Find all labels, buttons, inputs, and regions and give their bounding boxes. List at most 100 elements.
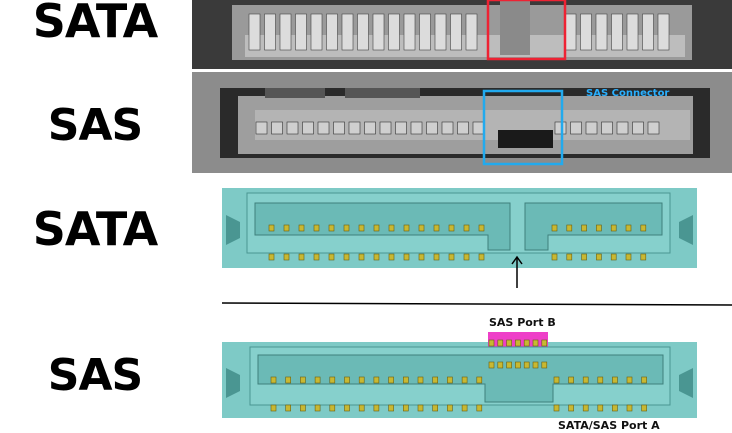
photo-pin	[450, 13, 462, 51]
pin	[373, 376, 380, 384]
photo-pin	[616, 121, 629, 135]
photo-pin	[595, 13, 608, 51]
pin	[541, 361, 548, 369]
pin	[418, 224, 425, 232]
photo-pin	[255, 121, 268, 135]
photo-pin	[388, 13, 400, 51]
photo-pin	[395, 121, 407, 135]
photo-pin	[279, 13, 292, 51]
pin	[433, 224, 440, 232]
pin	[343, 224, 350, 232]
pin	[329, 404, 336, 412]
pin	[541, 339, 548, 347]
photo-pin	[264, 13, 276, 51]
pin	[523, 361, 530, 369]
pin	[403, 253, 410, 261]
photo-pin	[364, 121, 376, 135]
pin	[553, 404, 560, 412]
pin	[515, 361, 521, 369]
photo-pin	[410, 121, 423, 135]
photo-pin	[271, 121, 283, 135]
pin	[551, 253, 558, 261]
pin	[343, 253, 350, 261]
pin	[314, 404, 321, 412]
photo-pin	[585, 121, 598, 135]
pin	[476, 376, 483, 384]
photo-pin	[434, 13, 447, 51]
pin	[566, 224, 573, 232]
pin	[566, 253, 573, 261]
pin	[417, 376, 424, 384]
pin	[432, 376, 439, 384]
pin	[506, 361, 512, 369]
label-sata-photo: SATA	[32, 0, 159, 48]
pin	[285, 404, 292, 412]
sas-port-b-label: SAS Port B	[489, 316, 556, 329]
pin	[612, 376, 618, 384]
pin	[641, 376, 647, 384]
pin	[478, 253, 485, 261]
pin	[568, 376, 574, 384]
photo-pin	[554, 121, 567, 135]
photo-pin	[317, 121, 330, 135]
pin	[283, 253, 290, 261]
pin	[270, 404, 277, 412]
photo-pin	[348, 121, 361, 135]
sas-diagram	[222, 332, 697, 418]
photo-pin	[441, 121, 454, 135]
sas-highlight-box	[482, 89, 564, 166]
sata-diagram	[222, 188, 697, 288]
pin	[515, 339, 521, 347]
pin	[641, 404, 647, 412]
sas-connector-label: SAS Connector	[586, 88, 670, 99]
pin	[626, 376, 633, 384]
photo-pin	[333, 121, 345, 135]
pin	[532, 339, 539, 347]
pin	[610, 224, 617, 232]
pin	[285, 376, 292, 384]
pin	[358, 376, 365, 384]
photo-pin	[295, 13, 307, 51]
pin	[497, 339, 504, 347]
photo-pin	[403, 13, 416, 51]
label-sas-photo: SAS	[47, 100, 143, 151]
label-sata-diagram: SATA	[32, 202, 159, 256]
pin	[581, 253, 587, 261]
pin	[344, 404, 350, 412]
pin	[313, 224, 320, 232]
pin	[298, 253, 305, 261]
pin	[447, 404, 453, 412]
pin	[300, 376, 306, 384]
pin	[448, 253, 455, 261]
pin	[640, 224, 647, 232]
photo-pin	[341, 13, 354, 51]
pin	[568, 404, 574, 412]
pin	[402, 376, 409, 384]
pin	[582, 404, 589, 412]
pin	[488, 361, 495, 369]
pin	[476, 404, 483, 412]
photo-pin	[302, 121, 314, 135]
pin	[463, 253, 470, 261]
photo-pin	[419, 13, 431, 51]
photo-pin	[657, 13, 670, 51]
photo-pin	[580, 13, 592, 51]
pin	[461, 404, 468, 412]
photo-pin	[642, 13, 654, 51]
pin	[612, 404, 618, 412]
photo-pin	[286, 121, 299, 135]
pin	[328, 253, 335, 261]
pin	[298, 224, 305, 232]
pin	[497, 361, 504, 369]
pin	[300, 404, 306, 412]
pin	[268, 253, 275, 261]
port-a-label: SATA/SAS Port A	[558, 419, 660, 432]
divider	[221, 302, 732, 306]
pin	[418, 253, 425, 261]
pin	[388, 253, 395, 261]
pin	[268, 224, 275, 232]
pin	[388, 404, 394, 412]
pin	[582, 376, 589, 384]
